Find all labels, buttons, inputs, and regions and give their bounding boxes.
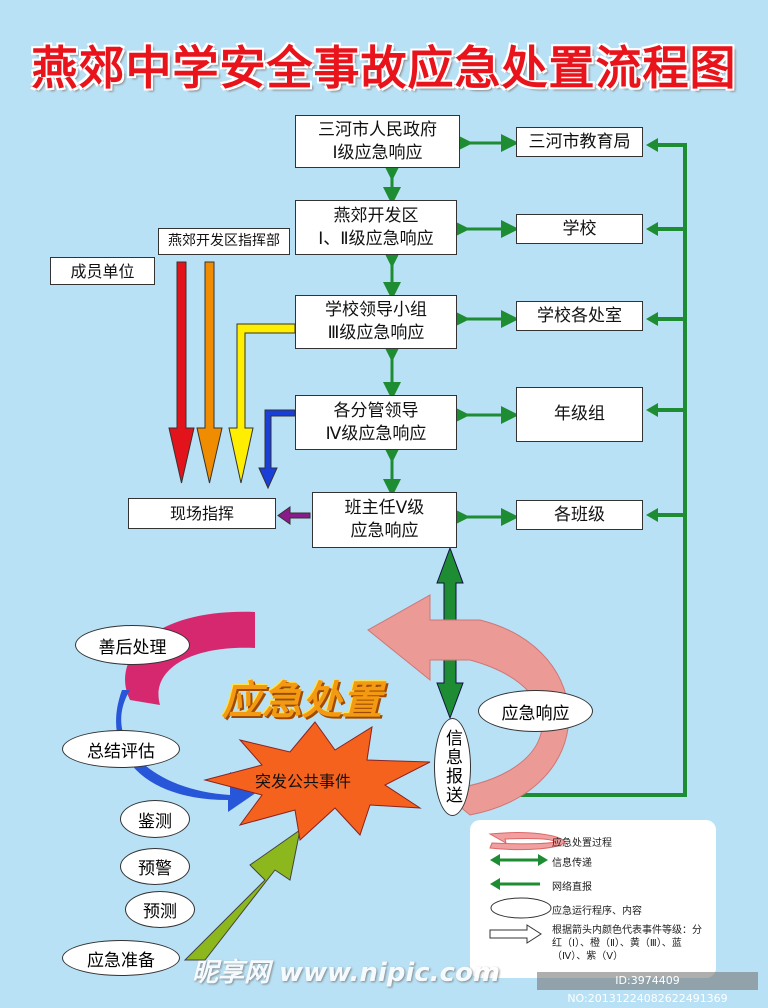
box-class-teacher: 班主任Ⅴ级应急响应	[312, 492, 457, 548]
box-education-bureau: 三河市教育局	[516, 127, 643, 157]
network-report-line	[470, 143, 687, 797]
prepare-arrow	[183, 828, 301, 961]
double-arrow-icon	[490, 854, 500, 866]
hollow-arrow-icon	[489, 924, 542, 944]
box-title: 燕郊开发区	[333, 205, 419, 226]
box-title: 三河市人民政府	[318, 119, 437, 140]
process-arrow-icon	[488, 832, 566, 851]
box-onsite-command: 现场指挥	[128, 498, 276, 529]
ellipse-aftermath: 善后处理	[75, 625, 190, 665]
box-title: 学校领导小组	[325, 300, 427, 320]
box-classes: 各班级	[516, 500, 643, 530]
box-school-offices: 学校各处室	[516, 301, 643, 331]
legend: 应急处置过程 信息传递 网络直报 应急运行程序、内容 根据箭头内颜色代表事件等级…	[470, 820, 716, 978]
box-level: Ⅰ级应急响应	[332, 142, 423, 163]
box-grade-group: 年级组	[516, 387, 643, 442]
box-command-hq: 燕郊开发区指挥部	[158, 228, 290, 255]
ellipse-prepare: 应急准备	[62, 940, 180, 976]
box-level: Ⅰ、Ⅱ级应急响应	[318, 228, 434, 249]
left-arrow-icon	[490, 878, 500, 890]
watermark-id: ID:3974409 NO:20131224082622491369	[537, 972, 758, 1005]
box-level: Ⅲ级应急响应	[327, 323, 425, 343]
legend-item: 应急运行程序、内容	[552, 906, 642, 917]
box-level: Ⅳ级应急响应	[325, 423, 427, 444]
ellipse-forecast: 预测	[125, 891, 195, 928]
box-title: 班主任Ⅴ级	[344, 498, 425, 518]
response-arrow	[367, 594, 570, 816]
legend-symbols	[488, 832, 566, 944]
event-label: 突发公共事件	[255, 772, 352, 791]
box-title: 各分管领导	[333, 400, 419, 421]
info-transfer-arrows	[383, 134, 519, 526]
legend-item: 信息传递	[552, 858, 592, 869]
legend-item: 根据箭头内颜色代表事件等级：分红（Ⅰ）、橙（Ⅱ）、黄（Ⅲ）、蓝（Ⅳ）、紫（Ⅴ）	[552, 925, 702, 962]
page-title: 燕郊中学安全事故应急处置流程图	[31, 41, 737, 95]
box-level: 应急响应	[350, 521, 419, 541]
box-member-units: 成员单位	[50, 257, 155, 285]
ellipse-monitor: 鉴测	[120, 800, 190, 838]
ellipse-summary: 总结评估	[62, 730, 180, 768]
box-school-leadership: 学校领导小组 Ⅲ级应急响应	[295, 295, 457, 349]
ellipse-response: 应急响应	[478, 690, 593, 732]
emergency-heading: 应急处置	[222, 678, 382, 724]
ellipse-icon	[490, 897, 552, 919]
ellipse-report: 信息报送	[434, 718, 471, 816]
ellipse-warning: 预警	[120, 848, 190, 885]
summary-arrow	[116, 690, 260, 812]
watermark-logo: 昵享网 www.nipic.com	[192, 958, 500, 988]
box-school: 学校	[516, 214, 643, 244]
legend-item: 应急处置过程	[552, 838, 612, 849]
event-starburst	[203, 721, 431, 841]
legend-item: 网络直报	[552, 882, 592, 893]
level-arrows	[168, 261, 311, 525]
